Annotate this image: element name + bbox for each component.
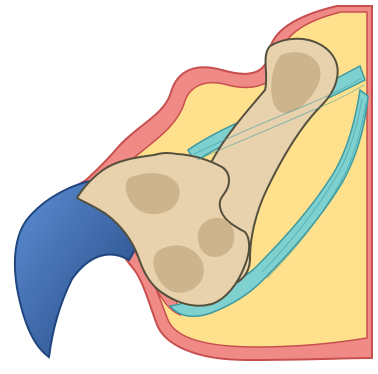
claw-cross-section — [0, 0, 378, 374]
claw-anatomy-diagram — [0, 0, 378, 374]
